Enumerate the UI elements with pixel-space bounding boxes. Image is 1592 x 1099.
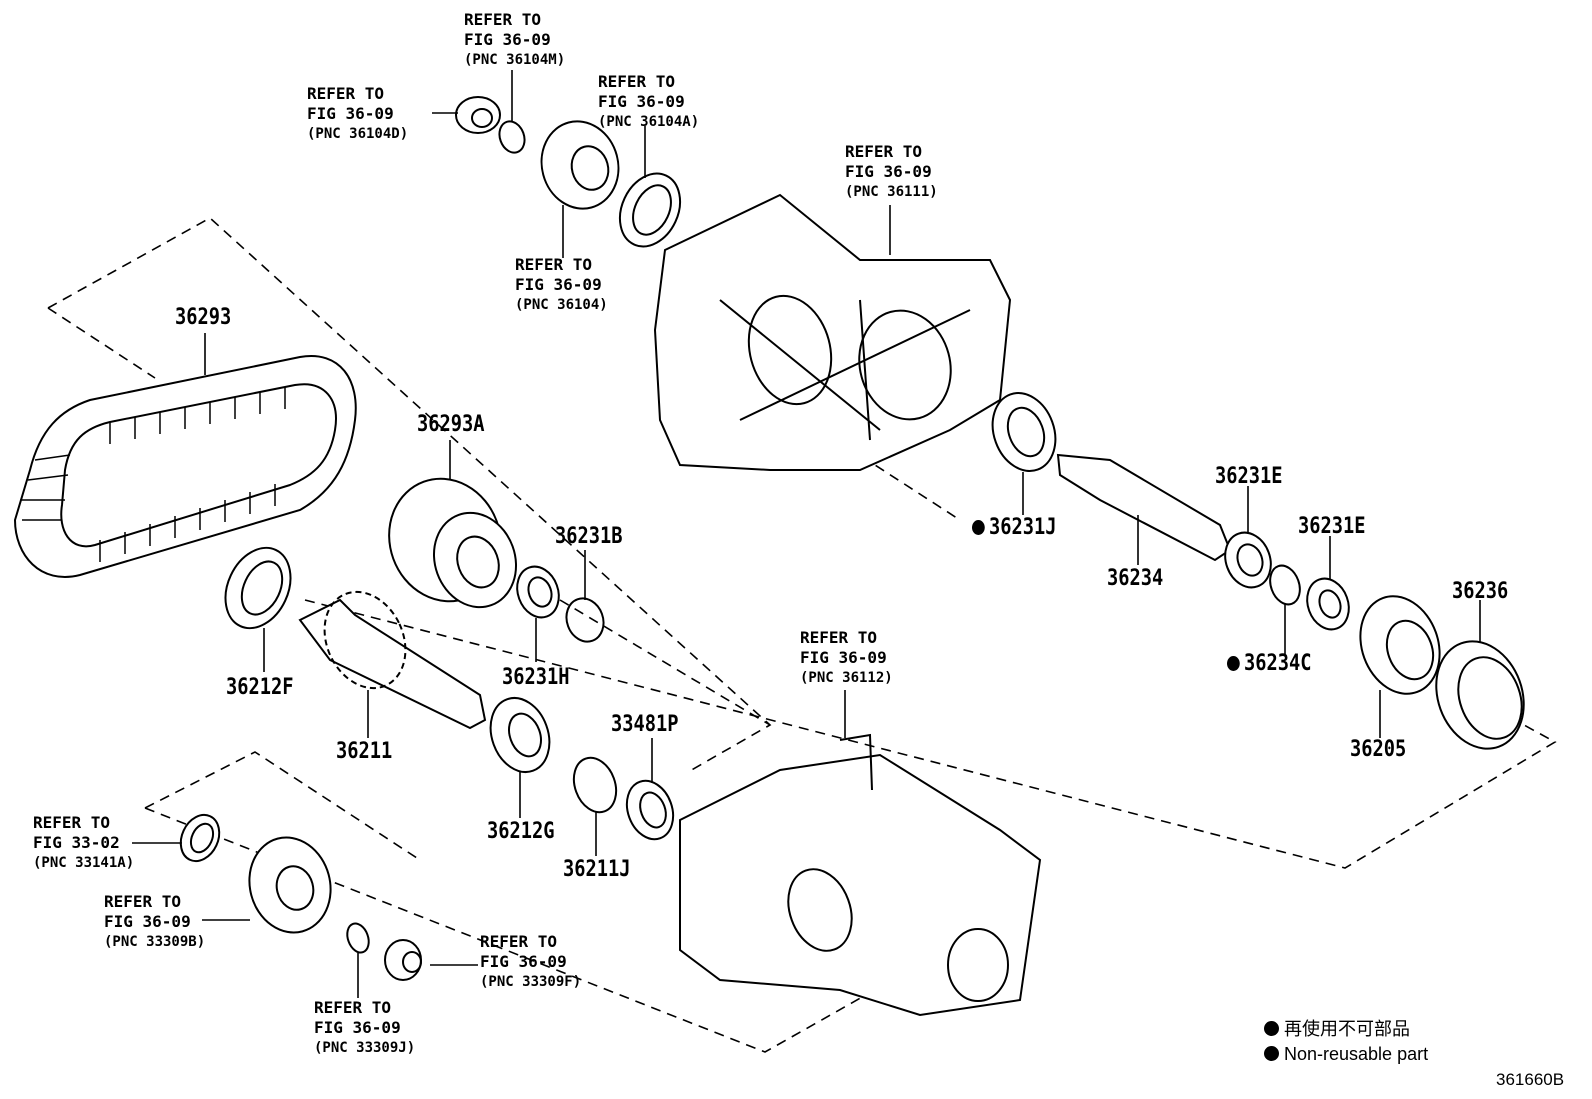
sleeve-36236 (1435, 640, 1525, 750)
part-number-36236: 36236 (1452, 579, 1509, 604)
bearing-36231J (991, 392, 1057, 472)
bearing-36212G (489, 697, 551, 773)
non-reusable-dot-icon (972, 520, 985, 535)
part-36104D (455, 96, 501, 134)
part-number-36205: 36205 (1350, 737, 1407, 762)
non-reusable-dot-icon (1264, 1021, 1279, 1036)
shaft-36211 (298, 590, 487, 730)
refer-label-36112: REFER TO FIG 36-09 (PNC 36112) (800, 628, 893, 686)
sprocket-36293A (388, 477, 518, 609)
part-number-36234: 36234 (1107, 566, 1164, 591)
case-36111 (653, 193, 1012, 471)
part-number-36212G: 36212G (487, 819, 555, 844)
diagram-code: 361660B (1496, 1070, 1565, 1089)
seal-33141A (179, 813, 221, 863)
part-36104 (540, 120, 620, 210)
case-36112 (679, 733, 1042, 1017)
part-number-36211J: 36211J (563, 857, 631, 882)
part-number-36212F: 36212F (226, 675, 294, 700)
refer-label-36104: REFER TO FIG 36-09 (PNC 36104) (515, 255, 608, 313)
refer-label-36104M: REFER TO FIG 36-09 (PNC 36104M) (464, 10, 566, 68)
bearing-36231E-b (1306, 577, 1350, 631)
refer-label-33309B: REFER TO FIG 36-09 (PNC 33309B) (104, 892, 206, 950)
part-number-36231B: 36231B (555, 524, 623, 549)
bearing-36231E-a (1224, 531, 1272, 589)
part-number-33481P: 33481P (611, 712, 679, 737)
refer-label-33309J: REFER TO FIG 36-09 (PNC 33309J) (314, 998, 416, 1056)
dashed-group-upper (47, 217, 772, 773)
part-number-36234C: 36234C (1227, 652, 1312, 676)
refer-label-36111: REFER TO FIG 36-09 (PNC 36111) (845, 142, 938, 200)
legend-line-2: Non-reusable part (1264, 1042, 1428, 1066)
ring-33309J (346, 922, 370, 954)
bearing-36231H (516, 565, 560, 619)
part-number-36231E-a: 36231E (1215, 464, 1283, 489)
ring-36234C (1269, 564, 1301, 606)
legend-line-1: 再使用不可部品 (1264, 1017, 1410, 1041)
seal-36212F (224, 546, 292, 630)
refer-label-36104A: REFER TO FIG 36-09 (PNC 36104A) (598, 72, 700, 130)
gear-36205 (1359, 595, 1441, 695)
snap-ring-36211J (572, 756, 618, 814)
seal-36104A (618, 172, 682, 248)
non-reusable-dot-icon (1264, 1046, 1279, 1061)
part-number-36293: 36293 (175, 305, 232, 330)
refer-label-33141A: REFER TO FIG 33-02 (PNC 33141A) (33, 813, 135, 871)
part-number-36231E-b: 36231E (1298, 514, 1366, 539)
part-36104M (498, 120, 526, 154)
leader-lines (132, 70, 1481, 998)
snap-ring-36231B (565, 597, 605, 643)
non-reusable-dot-icon (1227, 656, 1240, 671)
refer-label-33309F: REFER TO FIG 36-09 (PNC 33309F) (480, 932, 582, 990)
bearing-33481P (625, 779, 675, 841)
part-number-36293A: 36293A (417, 412, 485, 437)
part-number-36211: 36211 (336, 739, 393, 764)
flange-33309B (248, 836, 332, 934)
nut-33309F (384, 939, 422, 981)
drive-chain-part (13, 354, 357, 578)
part-number-36231H: 36231H (502, 665, 570, 690)
part-number-36231J: 36231J (972, 516, 1057, 540)
shaft-36234 (1056, 453, 1232, 562)
refer-label-36104D: REFER TO FIG 36-09 (PNC 36104D) (307, 84, 409, 142)
